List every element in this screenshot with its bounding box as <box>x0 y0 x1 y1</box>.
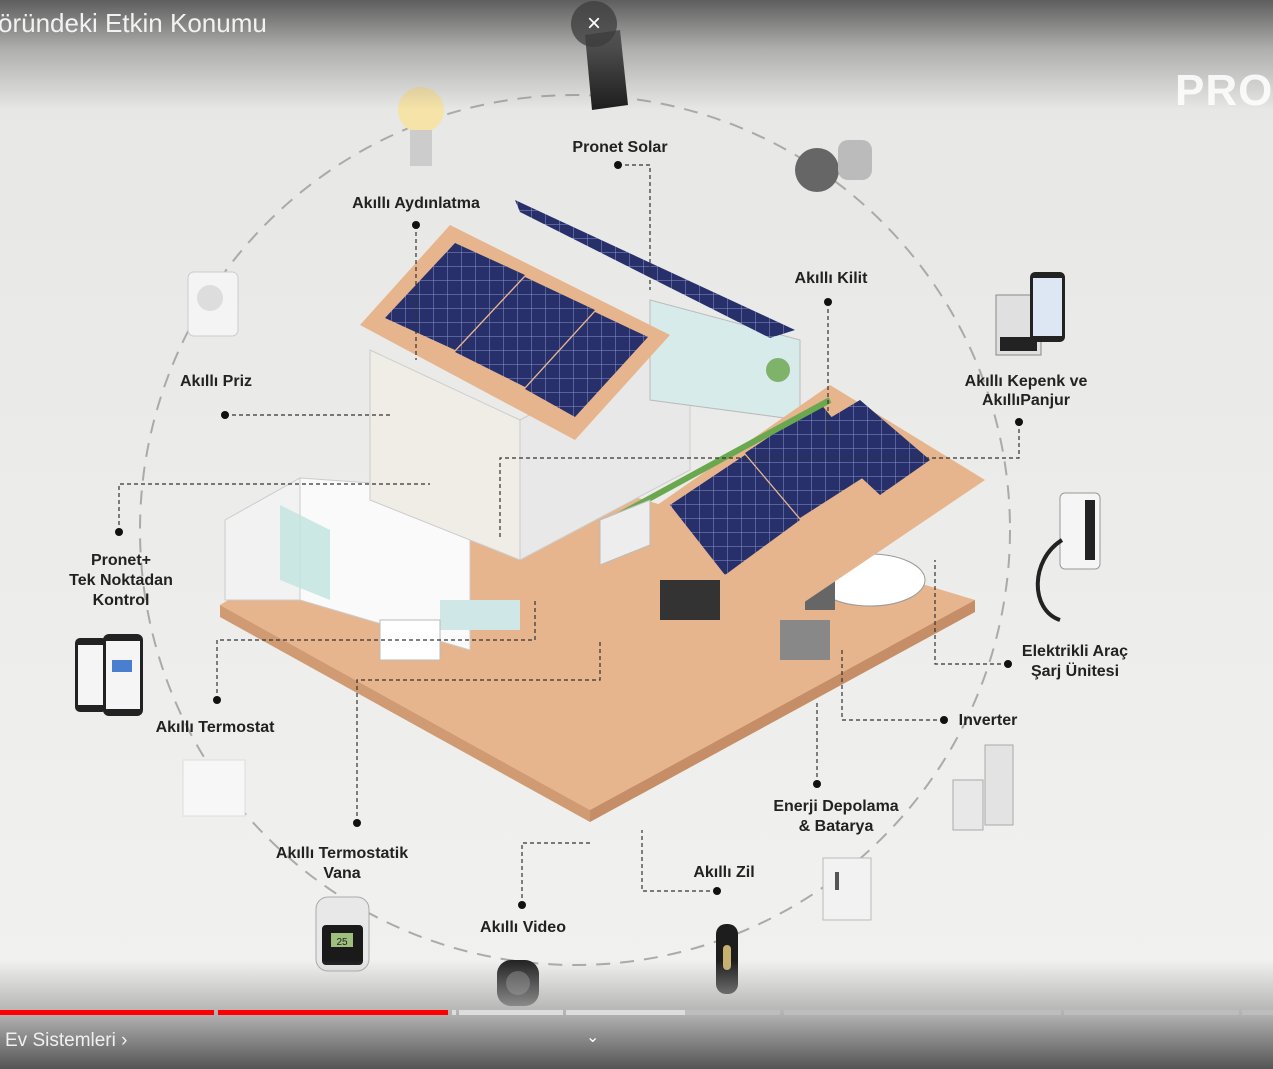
inverter-icon <box>952 744 1014 831</box>
label-lighting: Akıllı Aydınlatma <box>352 195 480 212</box>
house-illustration <box>220 200 985 822</box>
progress-unplayed-segment <box>685 1010 780 1015</box>
progress-played-segment <box>0 1010 214 1015</box>
progress-bar[interactable] <box>0 1010 1273 1015</box>
label-storage-1: Enerji Depolama <box>773 798 898 815</box>
label-solar: Pronet Solar <box>572 139 667 156</box>
label-control-3: Kontrol <box>93 592 150 609</box>
label-video: Akıllı Video <box>480 919 566 936</box>
svg-text:25: 25 <box>336 937 348 948</box>
chevron-down-icon[interactable]: ⌄ <box>586 1029 600 1046</box>
progress-buffered-segment <box>452 1010 456 1015</box>
label-control-1: Pronet+ <box>91 552 151 569</box>
brand-watermark: PRO <box>1175 66 1273 115</box>
label-plug: Akıllı Priz <box>180 373 252 390</box>
label-control-2: Tek Noktadan <box>69 572 173 589</box>
thermostat-icon <box>182 759 246 817</box>
smart-plug-icon <box>187 271 239 337</box>
label-valve-2: Vana <box>323 865 360 882</box>
label-lock: Akıllı Kilit <box>795 270 869 287</box>
label-thermostat: Akıllı Termostat <box>156 719 276 736</box>
leader-lines <box>118 164 1020 905</box>
smart-lock-icon <box>795 140 872 192</box>
progress-played-segment <box>218 1010 448 1015</box>
progress-unplayed-segment <box>784 1010 1061 1015</box>
video-title[interactable]: öründeki Etkin Konumu <box>0 8 267 38</box>
label-storage-2: & Batarya <box>799 818 874 835</box>
progress-buffered-segment <box>459 1010 563 1015</box>
thermostatic-valve-icon: 25 <box>315 896 370 972</box>
progress-buffered-segment <box>566 1010 685 1015</box>
progress-unplayed-segment <box>1064 1010 1239 1015</box>
label-doorbell: Akıllı Zil <box>693 864 754 881</box>
top-overlay <box>0 0 1273 110</box>
phone-app-icon <box>75 634 143 716</box>
label-shutter-2: AkıllıPanjur <box>982 392 1070 409</box>
label-inverter: Inverter <box>959 712 1018 729</box>
ev-charger-icon <box>1035 492 1101 622</box>
close-icon[interactable]: × <box>571 1 617 47</box>
progress-unplayed-segment <box>1242 1010 1273 1015</box>
shutter-icon <box>995 272 1065 356</box>
label-valve-1: Akıllı Termostatik <box>276 845 408 862</box>
label-ev-1: Elektrikli Araç <box>1022 643 1128 660</box>
label-shutter-1: Akıllı Kepenk ve <box>965 373 1088 390</box>
battery-icon <box>822 857 872 921</box>
chapter-button[interactable]: Ev Sistemleri › <box>5 1030 128 1051</box>
label-ev-2: Şarj Ünitesi <box>1031 661 1119 680</box>
leader-dots <box>115 161 1023 909</box>
